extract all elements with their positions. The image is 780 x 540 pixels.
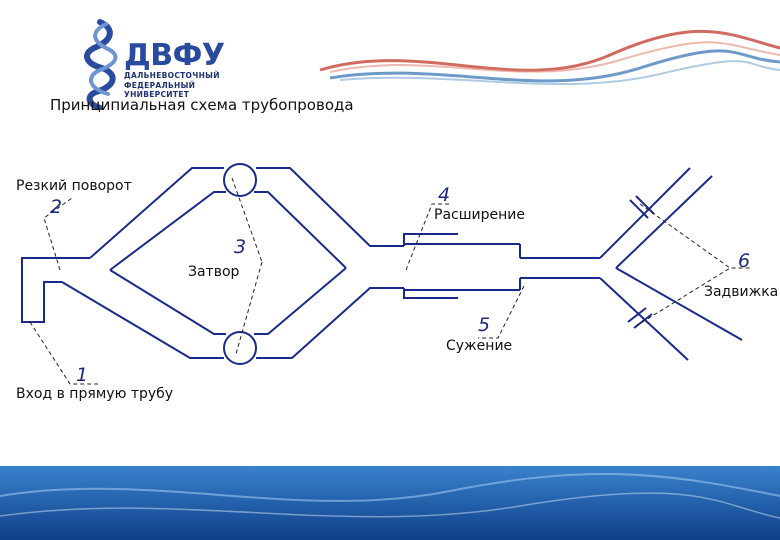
logo-line-3: УНИВЕРСИТЕТ (124, 90, 190, 99)
fork-upper-outer (599, 167, 691, 259)
page-title: Принципиальная схема трубопровода (50, 96, 354, 114)
pipeline-diagram (21, 163, 750, 385)
label-number-2: 2 (50, 196, 63, 218)
wave-blue-stroke-2 (339, 60, 780, 86)
label-contraction: Сужение (446, 338, 513, 354)
leader-line-3-bottom (235, 261, 263, 355)
university-logo-emblem (84, 19, 118, 110)
lower-branch-outer-right (256, 287, 404, 359)
leader-line-2 (43, 197, 73, 271)
label-gate: Затвор (188, 264, 240, 280)
expansion-section (403, 233, 458, 246)
label-expansion: Расширение (434, 207, 525, 223)
gate-circle-top (223, 163, 257, 197)
label-number-5: 5 (478, 314, 491, 336)
footer-wave-decoration (0, 466, 780, 540)
leader-line-6b (635, 267, 731, 327)
wave-red-stroke-2 (329, 41, 780, 73)
leader-line-3-top (231, 177, 263, 263)
logo-line-2: ФЕДЕРАЛЬНЫЙ (124, 80, 196, 90)
university-logo-text: ДВФУ ДАЛЬНЕВОСТОЧНЫЙ ФЕДЕРАЛЬНЫЙ УНИВЕРС… (124, 38, 225, 100)
lower-branch-inner (109, 269, 226, 335)
leader-line-5 (478, 285, 525, 339)
inlet-pipe-outer (21, 257, 90, 323)
header-wave-decoration (319, 29, 780, 86)
leader-line-6 (639, 203, 750, 269)
upper-branch-outer (89, 167, 224, 259)
label-number-4: 4 (438, 184, 451, 206)
valve-marker-top (629, 195, 655, 219)
leader-line-1 (29, 321, 98, 385)
upper-branch-outer-right (256, 167, 404, 247)
logo-line-1: ДАЛЬНЕВОСТОЧНЫЙ (124, 71, 220, 80)
leader-line-4 (405, 203, 452, 271)
label-number-3: 3 (234, 236, 247, 258)
logo-name: ДВФУ (124, 38, 225, 73)
wave-red-stroke (319, 29, 780, 72)
upper-branch-inner (109, 191, 226, 271)
label-inlet: Вход в прямую трубу (16, 386, 174, 402)
label-sharp-turn: Резкий поворот (16, 178, 132, 194)
fork-upper-inner (615, 175, 713, 269)
gate-circle-bottom (223, 331, 257, 365)
wave-blue-stroke (329, 49, 780, 83)
label-number-6: 6 (738, 250, 751, 272)
upper-branch-inner-right (254, 191, 347, 269)
lower-branch-inner-right (254, 267, 347, 335)
expansion-section-bottom (403, 288, 458, 299)
fork-lower-inner (615, 267, 743, 341)
label-number-1: 1 (76, 364, 89, 386)
label-valve: Задвижка (704, 284, 779, 300)
lower-branch-outer (61, 281, 224, 359)
